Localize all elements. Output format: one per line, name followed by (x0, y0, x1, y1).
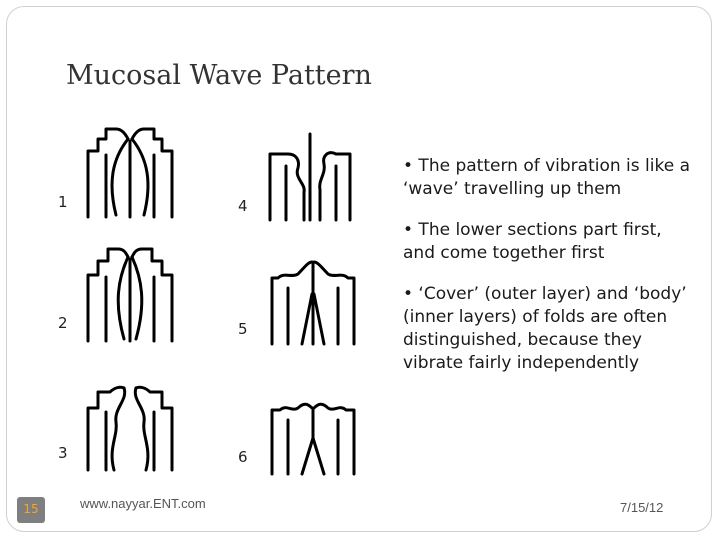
footer-url: www.nayyar.ENT.com (80, 496, 206, 511)
figure-label-6: 6 (238, 448, 248, 466)
figure-label-3: 3 (58, 444, 68, 462)
bullet-cover-body: • ‘Cover’ (outer layer) and ‘body’ (inne… (403, 284, 687, 373)
slide-frame (6, 6, 712, 532)
slide-title: Mucosal Wave Pattern (66, 60, 372, 91)
figure-label-2: 2 (58, 314, 68, 332)
vocal-fold-diagram-6 (268, 390, 358, 478)
vocal-fold-diagram-1 (84, 125, 176, 220)
vocal-fold-diagram-3 (84, 378, 176, 474)
bullet-wave-pattern: • The pattern of vibration is like a ‘wa… (403, 156, 691, 199)
footer-date: 7/15/12 (620, 500, 664, 515)
vocal-fold-diagram-5 (268, 258, 358, 348)
bullet-list: • The pattern of vibration is like a ‘wa… (403, 155, 693, 393)
figure-label-1: 1 (58, 193, 68, 211)
figure-label-5: 5 (238, 320, 248, 338)
bullet-lower-sections: • The lower sections part first, and com… (403, 220, 662, 263)
vocal-fold-diagram-4 (264, 130, 356, 225)
slide-number: 15 (23, 502, 39, 516)
vocal-fold-diagram-2 (84, 245, 176, 345)
figure-label-4: 4 (238, 197, 248, 215)
slide-number-badge: 15 (17, 497, 45, 523)
